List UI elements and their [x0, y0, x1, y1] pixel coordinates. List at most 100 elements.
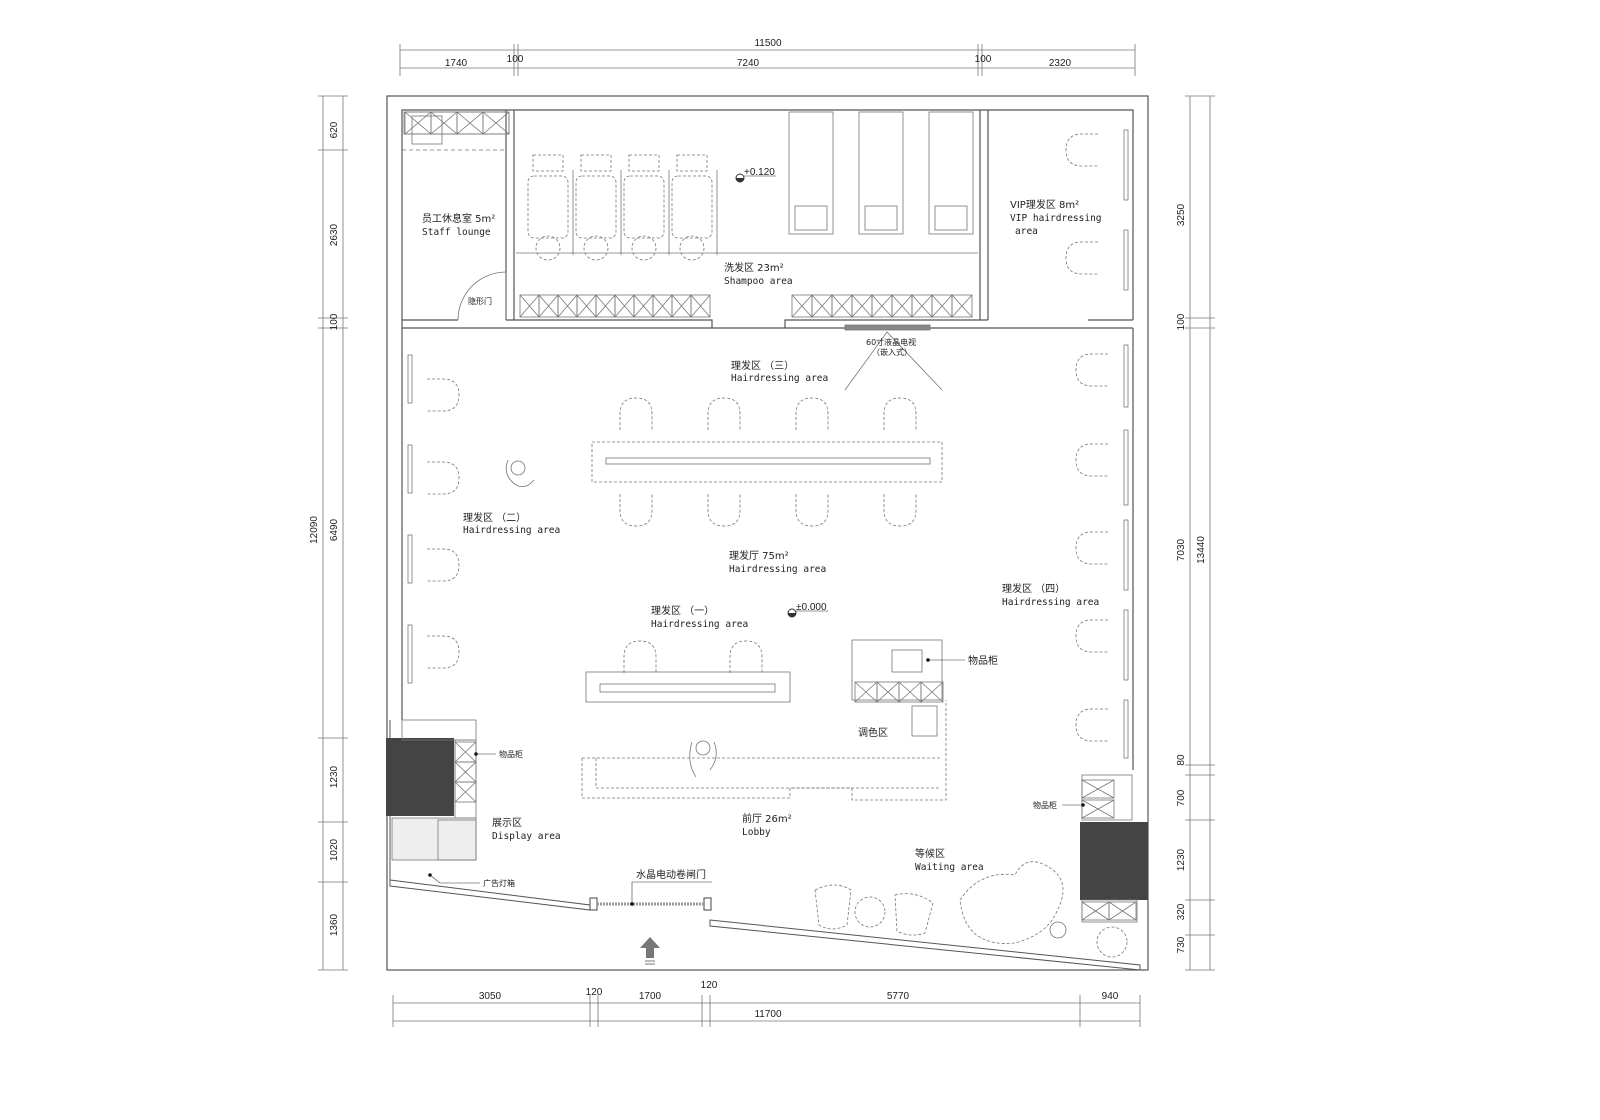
salon-chair: [427, 378, 460, 412]
lobby-label: 前厅 26m²: [742, 812, 792, 825]
salon-chair: [619, 397, 653, 430]
dim-bottom-total: 11700: [754, 1009, 782, 1020]
dimension-texts: 11500 1740 100 7240 100 2320 3050 120 17…: [309, 38, 1207, 1020]
svg-text:±0.000: ±0.000: [796, 602, 827, 613]
dim-top: 100: [975, 54, 992, 65]
person-figure: [505, 459, 717, 778]
entrance-arrow-icon: [640, 937, 660, 965]
svg-text:Hairdressing area: Hairdressing area: [1002, 597, 1099, 608]
color-area-label: 调色区: [858, 726, 888, 739]
room-labels: 员工休息室 5m² Staff lounge 洗发区 23m² Shampoo …: [422, 198, 1102, 873]
salon-chair: [623, 640, 657, 673]
dim-right-total: 13440: [1196, 536, 1207, 564]
dim-left: 620: [329, 121, 340, 138]
salon-chair: [729, 640, 763, 673]
dim-top: 100: [507, 54, 524, 65]
salon-chair: [795, 397, 829, 430]
level-marker-main: ±0.000: [787, 602, 828, 618]
walls: [386, 95, 1149, 971]
salon-chair: [1075, 531, 1108, 565]
svg-text:Hairdressing area: Hairdressing area: [729, 564, 826, 575]
dimension-lines: [318, 44, 1215, 1027]
dim-right: 320: [1176, 903, 1187, 920]
display-area-label: 展示区: [492, 817, 522, 829]
salon-chair: [427, 461, 460, 495]
shampoo-chairs: [527, 154, 718, 261]
salon-chair: [1065, 241, 1098, 275]
salon-chair: [883, 397, 917, 430]
salon-chair: [1075, 443, 1108, 477]
dim-top: 7240: [737, 58, 760, 69]
svg-text:Lobby: Lobby: [742, 827, 771, 838]
column: [1080, 822, 1148, 900]
column: [386, 738, 454, 816]
dim-left: 100: [329, 313, 340, 330]
dim-right: 3250: [1176, 203, 1187, 226]
svg-text:Hairdressing area: Hairdressing area: [731, 373, 828, 384]
cabinet-label: 物品柜: [1033, 800, 1057, 810]
svg-text:Hairdressing area: Hairdressing area: [463, 525, 560, 536]
hair-hall-label: 理发厅 75m²: [729, 549, 789, 562]
svg-text:VIP hairdressing: VIP hairdressing: [1010, 213, 1102, 224]
dim-right: 80: [1176, 754, 1187, 766]
shutter-door-label: 水晶电动卷闸门: [636, 868, 706, 881]
tv: [844, 324, 931, 331]
dim-right: 100: [1176, 313, 1187, 330]
dim-left: 1230: [329, 765, 340, 788]
svg-text:area: area: [1015, 226, 1038, 237]
salon-chairs: [407, 129, 1129, 759]
salon-chair: [707, 494, 741, 527]
salon-chair: [619, 494, 653, 527]
staff-lounge-label: 员工休息室 5m²: [422, 212, 495, 225]
outer-boundary: [386, 95, 1149, 971]
hidden-door-label: 隐形门: [468, 296, 492, 306]
hair-area-2-label: 理发区 （二）: [463, 511, 526, 524]
hair-area-1-label: 理发区 （一）: [651, 604, 714, 617]
vip-area-label: VIP理发区 8m²: [1010, 198, 1079, 211]
dim-left: 1360: [329, 913, 340, 936]
salon-chair: [795, 494, 829, 527]
dim-left: 6490: [329, 518, 340, 541]
dim-right: 700: [1176, 789, 1187, 806]
cabinet-label: 物品柜: [968, 654, 998, 667]
dim-top: 2320: [1049, 58, 1072, 69]
dim-bottom: 5770: [887, 991, 910, 1002]
cabinets: [391, 111, 1138, 923]
waiting-area-label: 等候区: [915, 847, 945, 860]
dim-right: 1230: [1176, 848, 1187, 871]
dim-left-total: 12090: [309, 516, 320, 544]
annotations: 隐形门 60寸液晶电视 （嵌入式） 物品柜 物品柜 物品柜 广告灯箱 水晶电动卷…: [428, 296, 1085, 906]
dim-left: 1020: [329, 838, 340, 861]
svg-text:Waiting area: Waiting area: [915, 862, 984, 873]
dim-bottom: 940: [1102, 991, 1119, 1002]
hair-area-4-label: 理发区 （四）: [1002, 582, 1065, 595]
counters: [581, 441, 947, 801]
dim-bottom: 3050: [479, 991, 502, 1002]
svg-text:Display area: Display area: [492, 831, 561, 842]
dim-bottom: 1700: [639, 991, 662, 1002]
salon-chair: [1075, 619, 1108, 653]
dim-right: 730: [1176, 936, 1187, 953]
tv-label: 60寸液晶电视: [866, 337, 916, 347]
shampoo-beds: [516, 111, 978, 254]
svg-text:Staff lounge: Staff lounge: [422, 227, 491, 238]
salon-chair: [427, 548, 460, 582]
salon-chair: [707, 397, 741, 430]
salon-chair: [883, 494, 917, 527]
cabinet-label: 物品柜: [499, 749, 523, 759]
salon-chair: [1075, 353, 1108, 387]
dim-bottom: 120: [586, 987, 603, 998]
level-marker-upper: +0.120: [735, 167, 776, 183]
lightbox-label: 广告灯箱: [483, 878, 515, 888]
salon-chair: [1065, 133, 1098, 167]
salon-chair: [427, 635, 460, 669]
hidden-door: [457, 271, 507, 321]
svg-text:+0.120: +0.120: [744, 167, 775, 178]
svg-text:Hairdressing area: Hairdressing area: [651, 619, 748, 630]
svg-text:（嵌入式）: （嵌入式）: [872, 347, 912, 357]
svg-text:Shampoo area: Shampoo area: [724, 276, 793, 287]
dim-left: 2630: [329, 223, 340, 246]
shampoo-area-label: 洗发区 23m²: [724, 261, 784, 274]
hair-area-3-label: 理发区 （三）: [731, 359, 794, 372]
